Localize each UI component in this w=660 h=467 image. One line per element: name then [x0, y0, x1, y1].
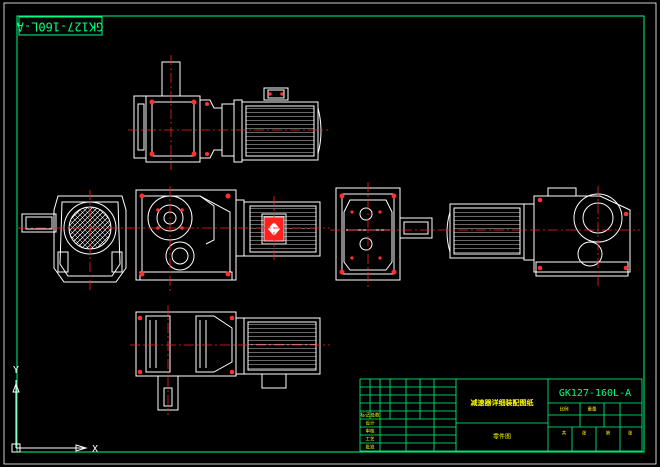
top-view-centerlines: [128, 55, 328, 170]
svg-text:第: 第: [606, 430, 611, 437]
left-end-view[interactable]: [21, 195, 127, 283]
svg-text:审核: 审核: [366, 428, 375, 435]
rear-flange-view[interactable]: [335, 187, 433, 281]
top-view-bolts: [149, 92, 284, 157]
svg-text:张: 张: [628, 430, 633, 437]
title-block[interactable]: [359, 378, 643, 452]
bottom-view[interactable]: [135, 311, 321, 411]
svg-text:张: 张: [582, 430, 587, 437]
top-view[interactable]: [133, 61, 322, 163]
drawing-code: GK127-160L-A: [559, 388, 631, 399]
drawing-border: [3, 2, 657, 465]
right-side-bolts: [537, 197, 629, 271]
rear-flange-centerlines: [330, 182, 440, 288]
svg-text:标记: 标记: [361, 412, 370, 419]
ucs-x-label: X: [92, 444, 98, 455]
right-side-view[interactable]: [446, 187, 631, 277]
bottom-view-bolts: [137, 315, 235, 375]
title-block-small-cells: 标记 处数 设计 审核 工艺 批准 比例 重量 共 张 第 张: [361, 406, 633, 451]
svg-text:批准: 批准: [366, 444, 375, 451]
rotated-code-label: GK127-160L-A: [16, 16, 103, 36]
svg-text:GK127-160L-A: GK127-160L-A: [16, 20, 103, 34]
bottom-view-centerlines: [130, 305, 330, 415]
ucs-y-label: Y: [13, 365, 19, 376]
svg-text:重量: 重量: [588, 406, 597, 413]
svg-text:比例: 比例: [560, 406, 569, 413]
main-front-view[interactable]: [135, 189, 321, 281]
main-front-centerlines: [130, 186, 330, 292]
left-end-view-centerlines: [18, 190, 132, 290]
title-cn: 减速器详细装配图纸: [471, 398, 534, 407]
subtitle-cn: 零件图: [493, 433, 511, 441]
svg-text:共: 共: [562, 430, 567, 437]
svg-text:设计: 设计: [366, 420, 375, 427]
main-front-bolts: [139, 193, 231, 277]
svg-text:工艺: 工艺: [366, 437, 375, 443]
ucs-axis-icon: [11, 380, 88, 453]
svg-text:处数: 处数: [371, 412, 380, 419]
right-side-centerlines: [440, 186, 640, 288]
rear-flange-bolts: [339, 193, 397, 275]
